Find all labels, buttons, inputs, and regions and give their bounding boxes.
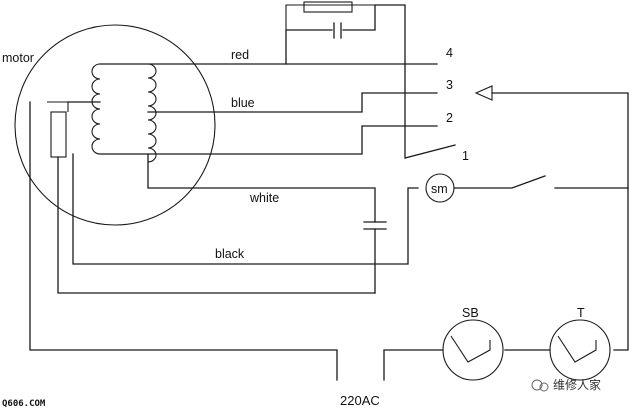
wire-supply-left [29,101,338,381]
motor-winding-aux [147,63,157,163]
ptc-element [303,1,353,13]
label-motor: motor [2,51,34,65]
terminal-2: 2 [446,111,453,125]
terminal-1: 1 [462,149,469,163]
t-timer [549,319,611,381]
wire-selector [491,92,629,189]
sb-switch [442,319,504,381]
label-sb: SB [462,306,479,320]
wire-sm-switch [453,175,546,189]
protector-link [47,101,69,112]
terminal-4: 4 [446,46,453,60]
motor-winding-main [91,63,101,155]
wire-blue [147,92,438,113]
label-black: black [215,247,245,261]
watermark-site: Q606.COM [2,399,46,409]
wire-terminal-2 [99,125,438,155]
label-blue: blue [231,96,255,110]
terminal-1-lead [404,125,456,159]
top-branch [285,29,333,65]
sb-contact [450,335,491,363]
watermark-brand-icon [531,379,549,392]
watermark-brand: 维修人家 [553,377,601,392]
wire-right-down [613,187,629,351]
label-red: red [231,48,249,62]
terminal-3: 3 [446,78,453,92]
t-contact [557,335,597,363]
motor-housing [14,24,216,226]
thermal-protector [50,111,67,158]
selector-arrow-icon [474,85,493,101]
label-sm: sm [431,182,448,196]
top-component [285,4,375,30]
top-branch-right [342,4,406,127]
label-supply: 220AC [340,393,380,408]
wire-black [72,153,419,265]
label-t: T [577,306,585,320]
wire-protector-out [57,156,376,294]
wire-white [147,153,376,223]
label-white: white [249,191,279,205]
wire-supply-right [383,349,444,381]
